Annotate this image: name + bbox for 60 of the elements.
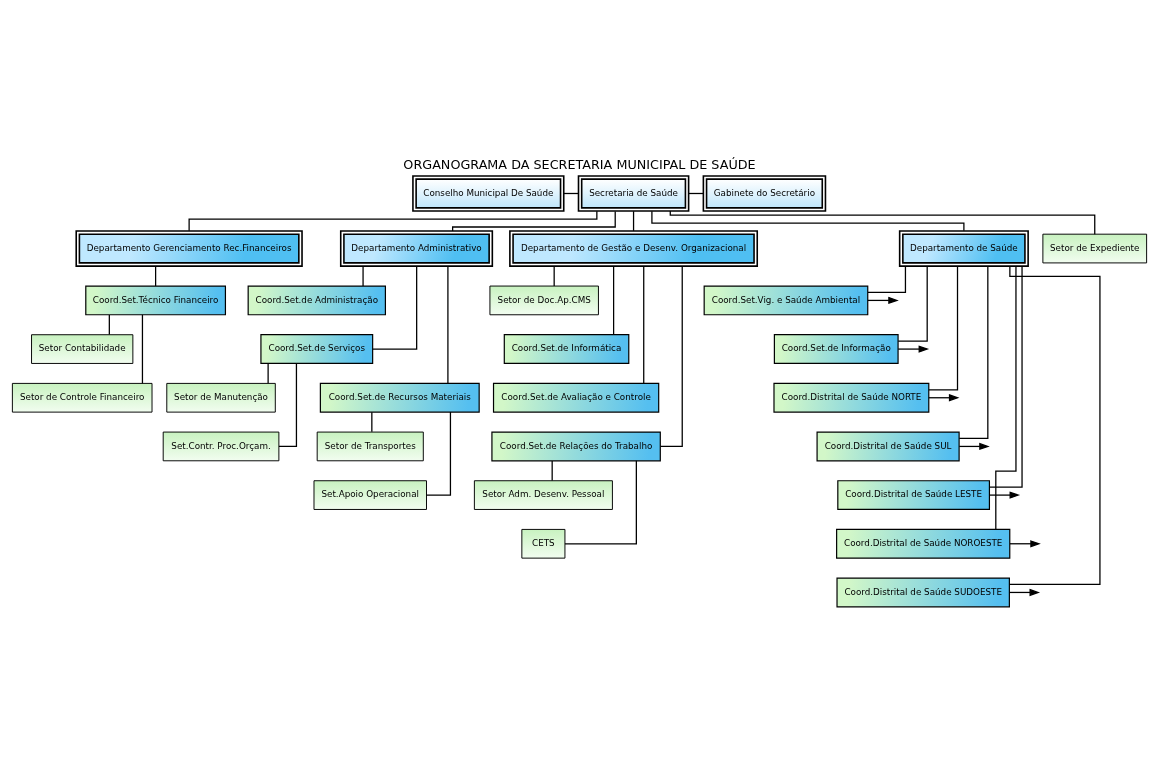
arrow [928,394,960,402]
node-box: Coord.Set.de Serviços [260,334,374,365]
node-box: Coord.Set.Vig. e Saúde Ambiental [703,285,869,316]
connector [372,265,418,350]
connector [928,265,959,391]
arrow [988,491,1021,499]
arrow [1009,540,1041,548]
node-box: Coord.Set.de Avaliação e Controle [492,382,660,413]
connector [651,210,965,232]
node-box: Coord.Set.de Administração [247,285,386,316]
connector [278,362,298,448]
connector [669,210,1096,235]
connector [897,265,928,342]
node-box: Set.Apoio Operacional [313,480,427,510]
arrow [897,345,930,353]
node-box: Setor Contabilidade [31,334,134,364]
connector [108,314,110,336]
node-box: Coord.Set.de Relações do Trabalho [491,431,661,462]
connector [632,210,635,232]
connector [141,314,144,384]
connector [425,411,452,496]
connector [612,265,615,336]
connector [659,265,683,448]
connector [553,265,555,287]
node-box: Coord.Distrital de Saúde SUL [816,431,960,462]
node-box: Setor de Controle Financeiro [11,382,153,413]
connector [452,210,616,232]
node-box: Setor Adm. Desenv. Pessoal [473,480,613,510]
connector [564,460,637,545]
node-box: Coord.Distrital de Saúde NOROESTE [836,528,1011,559]
connector [267,363,269,384]
connector [867,265,907,294]
arrow [1008,588,1041,597]
node-box: Coord.Set.de Informática [503,334,630,365]
connector [371,411,373,433]
node-box: Setor de Doc.Ap.CMS [489,285,599,316]
connector [188,210,598,232]
node-box: Coord.Set.de Informação [773,334,899,365]
node-box: Coord.Distrital de Saúde NORTE [773,382,930,413]
node-box: Setor de Expediente [1042,233,1148,264]
arrow [867,296,899,305]
node-box: Coord.Set.de Recursos Materiais [319,382,480,413]
node-box: Setor de Manutenção [166,382,276,413]
node-box: Coord.Distrital de Saúde SUDOESTE [836,577,1010,608]
connector [1008,265,1101,586]
connector [447,265,449,384]
node-box: CETS [521,528,566,559]
connector [958,265,989,440]
node-box: Set.Contr. Proc.Orçam. [162,431,280,462]
node-box: Coord.Distrital de Saúde LESTE [837,480,991,511]
node-box: Setor de Transportes [316,431,424,462]
connector [643,265,645,384]
connector [551,460,553,482]
diagram-title: ORGANOGRAMA DA SECRETARIA MUNICIPAL DE SAÚDE [403,156,756,172]
connector [995,265,1017,530]
arrow [958,442,990,451]
connector [988,265,1023,488]
connector [154,265,157,287]
connector [362,265,364,287]
node-box: Coord.Set.Técnico Financeiro [85,285,227,316]
